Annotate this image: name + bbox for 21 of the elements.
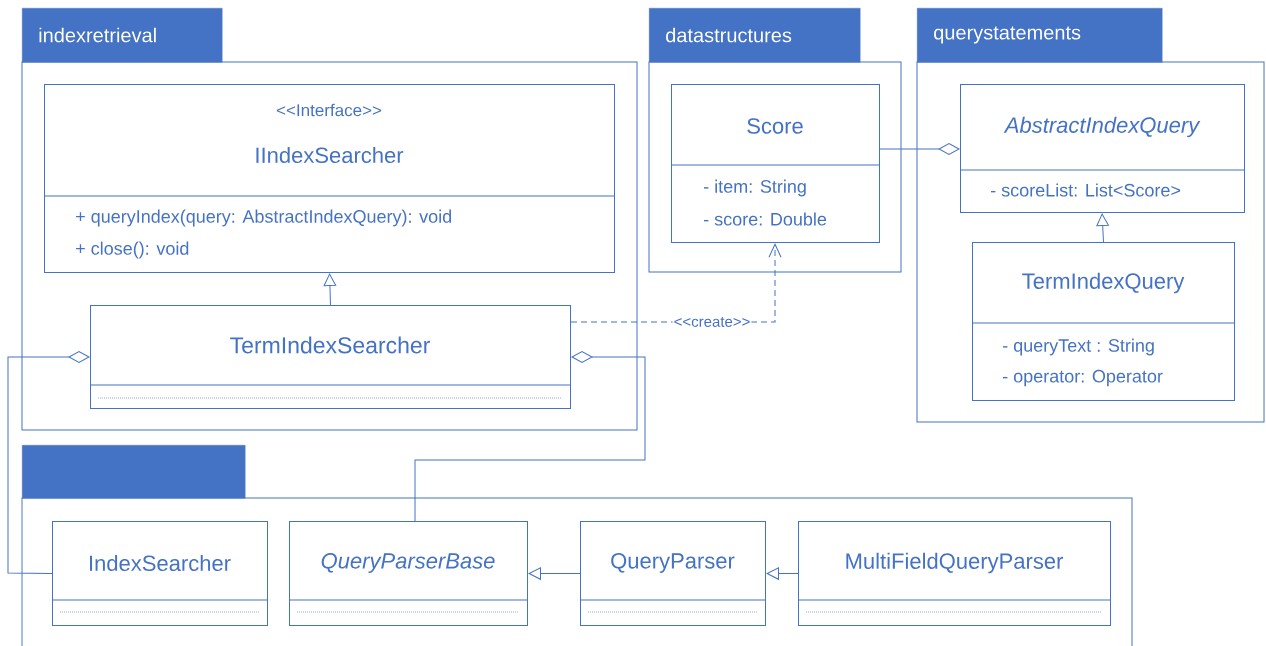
- class-box: IndexSearcher: [51, 521, 268, 626]
- inheritance-arrow: [1096, 213, 1109, 243]
- class-box: QueryParserBase: [288, 521, 528, 626]
- node-label: indexretrieval: [39, 27, 156, 43]
- node-label: datastructures: [666, 27, 792, 43]
- inheritance-arrow: [323, 273, 337, 306]
- aggregation-line: [7, 351, 90, 574]
- aggregation-line: [879, 143, 960, 155]
- class-box: Score - item: String - score: Double: [670, 84, 880, 243]
- class-box: QueryParser: [579, 521, 766, 626]
- class-box: AbstractIndexQuery - scoreList: List<Score>: [959, 84, 1245, 213]
- aggregation-line: [414, 351, 646, 522]
- class-box: MultiFieldQueryParser: [797, 521, 1111, 626]
- class-box: TermIndexQuery - queryText : String - operator: Operator: [971, 242, 1235, 401]
- inheritance-arrow: [528, 567, 581, 580]
- edge-label: <<create>>: [672, 316, 752, 328]
- class-box: <<Interface>> IIndexSearcher + queryIndex(query: AbstractIndexQuery): void + close(): void: [43, 84, 615, 273]
- class-box: TermIndexSearcher: [89, 305, 571, 409]
- package-frame: [21, 445, 1133, 646]
- node-label: querystatements: [934, 26, 1081, 44]
- inheritance-arrow: [766, 567, 799, 580]
